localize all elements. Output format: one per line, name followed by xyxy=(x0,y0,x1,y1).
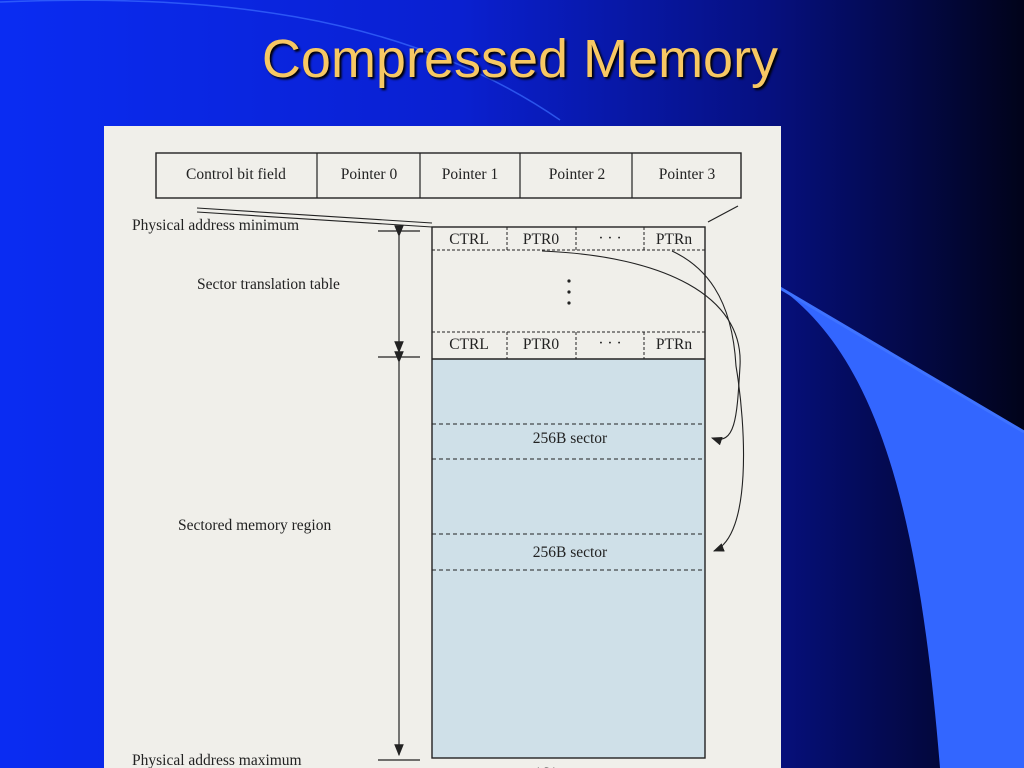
pointer-arrow-ptrn xyxy=(671,250,745,552)
partial-caption: 161 xyxy=(534,765,557,768)
field-pointer-2: Pointer 2 xyxy=(549,166,605,183)
row-top-ptr0: PTR0 xyxy=(523,231,559,248)
zoom-lines xyxy=(196,205,739,228)
slide-title: Compressed Memory xyxy=(261,29,779,89)
memory-column xyxy=(431,226,706,759)
pointer-arrow-ptr0 xyxy=(541,250,741,446)
entry-format-box: Control bit field Pointer 0 Pointer 1 Po… xyxy=(155,152,742,199)
field-pointer-1: Pointer 1 xyxy=(442,166,498,183)
sector-1: 256B sector xyxy=(432,423,705,460)
label-sectored-memory-region: Sectored memory region xyxy=(178,517,331,534)
row-top-ctrl: CTRL xyxy=(449,231,489,248)
label-phys-max: Physical address maximum xyxy=(132,752,302,768)
sectored-memory-fill xyxy=(432,359,705,758)
stt-row-bottom: CTRL PTR0 · · · PTRn xyxy=(432,331,705,359)
field-pointer-3: Pointer 3 xyxy=(659,166,716,183)
label-sector-translation-table: Sector translation table xyxy=(197,276,340,293)
row-bottom-ptrn: PTRn xyxy=(656,336,692,353)
row-bottom-ctrl: CTRL xyxy=(449,336,489,353)
sector-2: 256B sector xyxy=(432,533,705,571)
label-phys-min: Physical address minimum xyxy=(132,217,299,234)
row-bottom-dots: · · · xyxy=(598,335,621,352)
compressed-memory-diagram: Control bit field Pointer 0 Pointer 1 Po… xyxy=(104,126,781,768)
row-top-ptrn: PTRn xyxy=(656,231,692,248)
sector-1-label: 256B sector xyxy=(533,430,608,447)
row-top-dots: · · · xyxy=(598,230,621,247)
stt-row-top: CTRL PTR0 · · · PTRn xyxy=(432,227,705,251)
vertical-ellipsis xyxy=(567,279,571,305)
row-bottom-ptr0: PTR0 xyxy=(523,336,559,353)
field-control-bit: Control bit field xyxy=(186,166,286,183)
sector-2-label: 256B sector xyxy=(533,544,608,561)
field-pointer-0: Pointer 0 xyxy=(341,166,398,183)
